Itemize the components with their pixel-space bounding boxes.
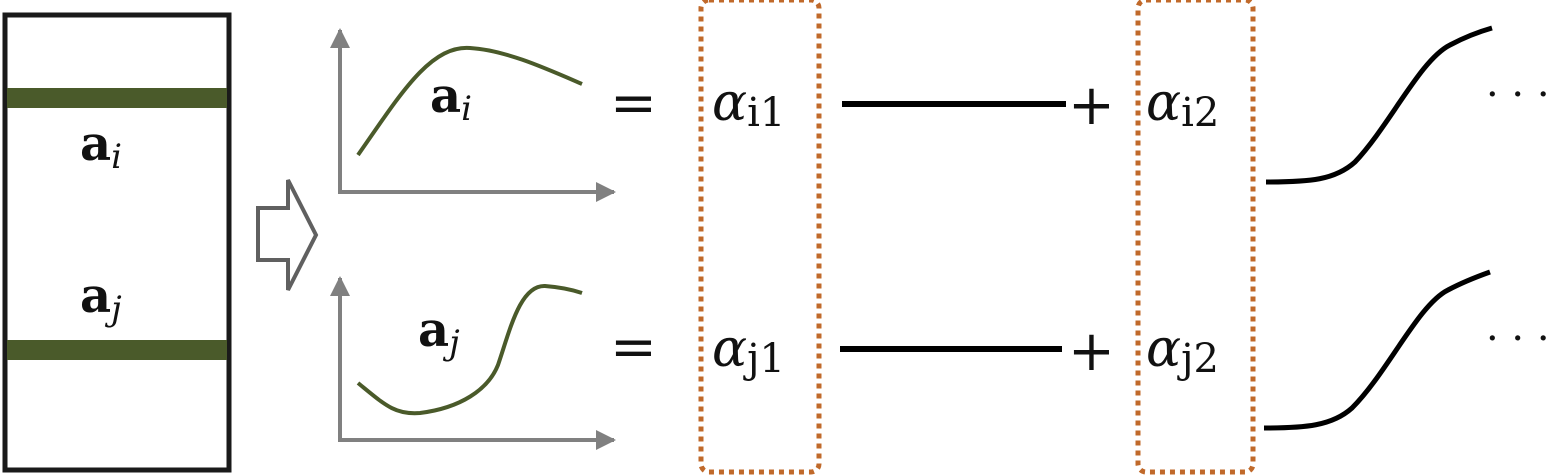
equation-i-plus: + (1068, 73, 1115, 138)
equation-i-coef1: αi1 (712, 73, 785, 136)
matrix-block: ai aj (2, 12, 232, 473)
matrix-row-j-highlight (7, 340, 227, 360)
plot-j-curve (356, 283, 583, 416)
matrix-row-j-label: aj (80, 268, 122, 329)
equation-j-basis2-sigmoid (1263, 269, 1491, 431)
equation-j: = αj1 + αj2 · · · (610, 269, 1550, 431)
equation-j-coef2: αj2 (1146, 319, 1219, 382)
plot-j-label: aj (418, 302, 460, 363)
equation-j-plus: + (1068, 319, 1115, 384)
matrix-frame (2, 12, 232, 473)
equation-i-basis2-sigmoid (1265, 25, 1493, 185)
equation-i-equals: = (610, 71, 657, 136)
transform-arrow-icon (256, 179, 319, 291)
equation-i: = αi1 + αi2 · · · (610, 25, 1550, 185)
equation-j-ellipsis: · · · (1486, 316, 1550, 362)
coef2-dashed-box (1135, 0, 1256, 475)
equation-i-coef2: αi2 (1146, 73, 1219, 136)
coef1-dashed-box (698, 0, 822, 475)
equation-j-coef1: αj1 (712, 319, 785, 382)
equation-j-equals: = (610, 315, 657, 380)
plot-i-curve (356, 45, 583, 157)
plot-i: ai (330, 28, 616, 202)
equation-i-ellipsis: · · · (1486, 72, 1550, 118)
plot-j: aj (330, 276, 616, 450)
matrix-row-i-label: ai (80, 116, 122, 177)
matrix-row-i-highlight (7, 88, 227, 108)
plot-i-label: ai (430, 68, 472, 129)
